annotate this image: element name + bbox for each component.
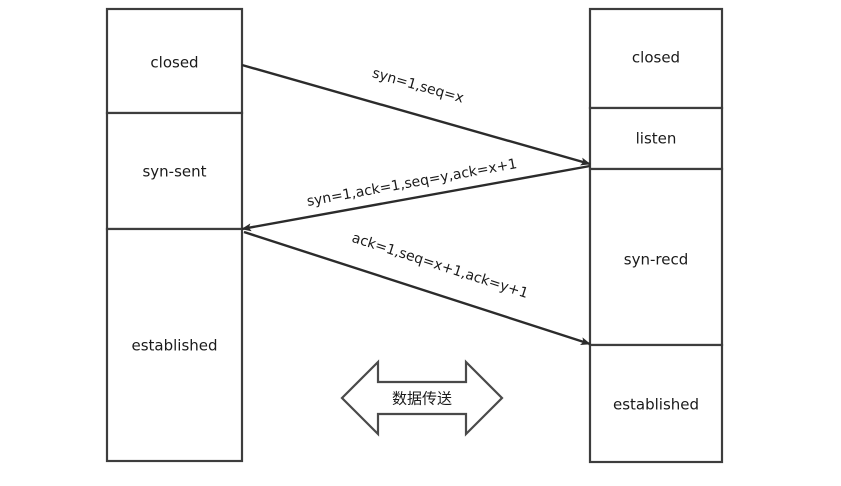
right-state-label-2: syn-recd bbox=[624, 251, 688, 269]
message-syn-ack-line bbox=[241, 164, 591, 232]
right-state-label-1: listen bbox=[636, 130, 677, 148]
right-state-box-3[interactable] bbox=[588, 343, 724, 464]
right-state-label-0: closed bbox=[632, 49, 680, 67]
right-state-column: closed listen syn-recd established bbox=[588, 7, 724, 464]
message-syn: syn=1,seq=x bbox=[241, 63, 591, 166]
message-ack-line bbox=[243, 230, 591, 346]
message-syn-line bbox=[241, 63, 591, 166]
right-state-box-2[interactable] bbox=[588, 167, 724, 347]
right-state-box-0[interactable] bbox=[588, 7, 724, 110]
data-transfer-label: 数据传送 bbox=[392, 390, 452, 408]
data-transfer-group: 数据传送 bbox=[340, 359, 504, 437]
left-state-box-0[interactable] bbox=[105, 7, 244, 115]
left-state-box-2[interactable] bbox=[105, 227, 244, 463]
right-state-label-3: established bbox=[613, 396, 699, 414]
message-syn-ack-label: syn=1,ack=1,seq=y,ack=x+1 bbox=[306, 156, 519, 210]
message-ack-label: ack=1,seq=x+1,ack=y+1 bbox=[350, 230, 530, 302]
left-state-label-1: syn-sent bbox=[142, 163, 206, 181]
left-state-box-1[interactable] bbox=[105, 111, 244, 231]
left-state-label-0: closed bbox=[150, 54, 198, 72]
message-ack: ack=1,seq=x+1,ack=y+1 bbox=[243, 230, 591, 346]
left-state-column: closed syn-sent established bbox=[105, 7, 244, 463]
message-syn-label: syn=1,seq=x bbox=[370, 65, 465, 106]
left-state-label-2: established bbox=[131, 337, 217, 355]
message-syn-ack: syn=1,ack=1,seq=y,ack=x+1 bbox=[241, 156, 591, 232]
data-transfer-double-arrow-icon bbox=[340, 359, 504, 437]
